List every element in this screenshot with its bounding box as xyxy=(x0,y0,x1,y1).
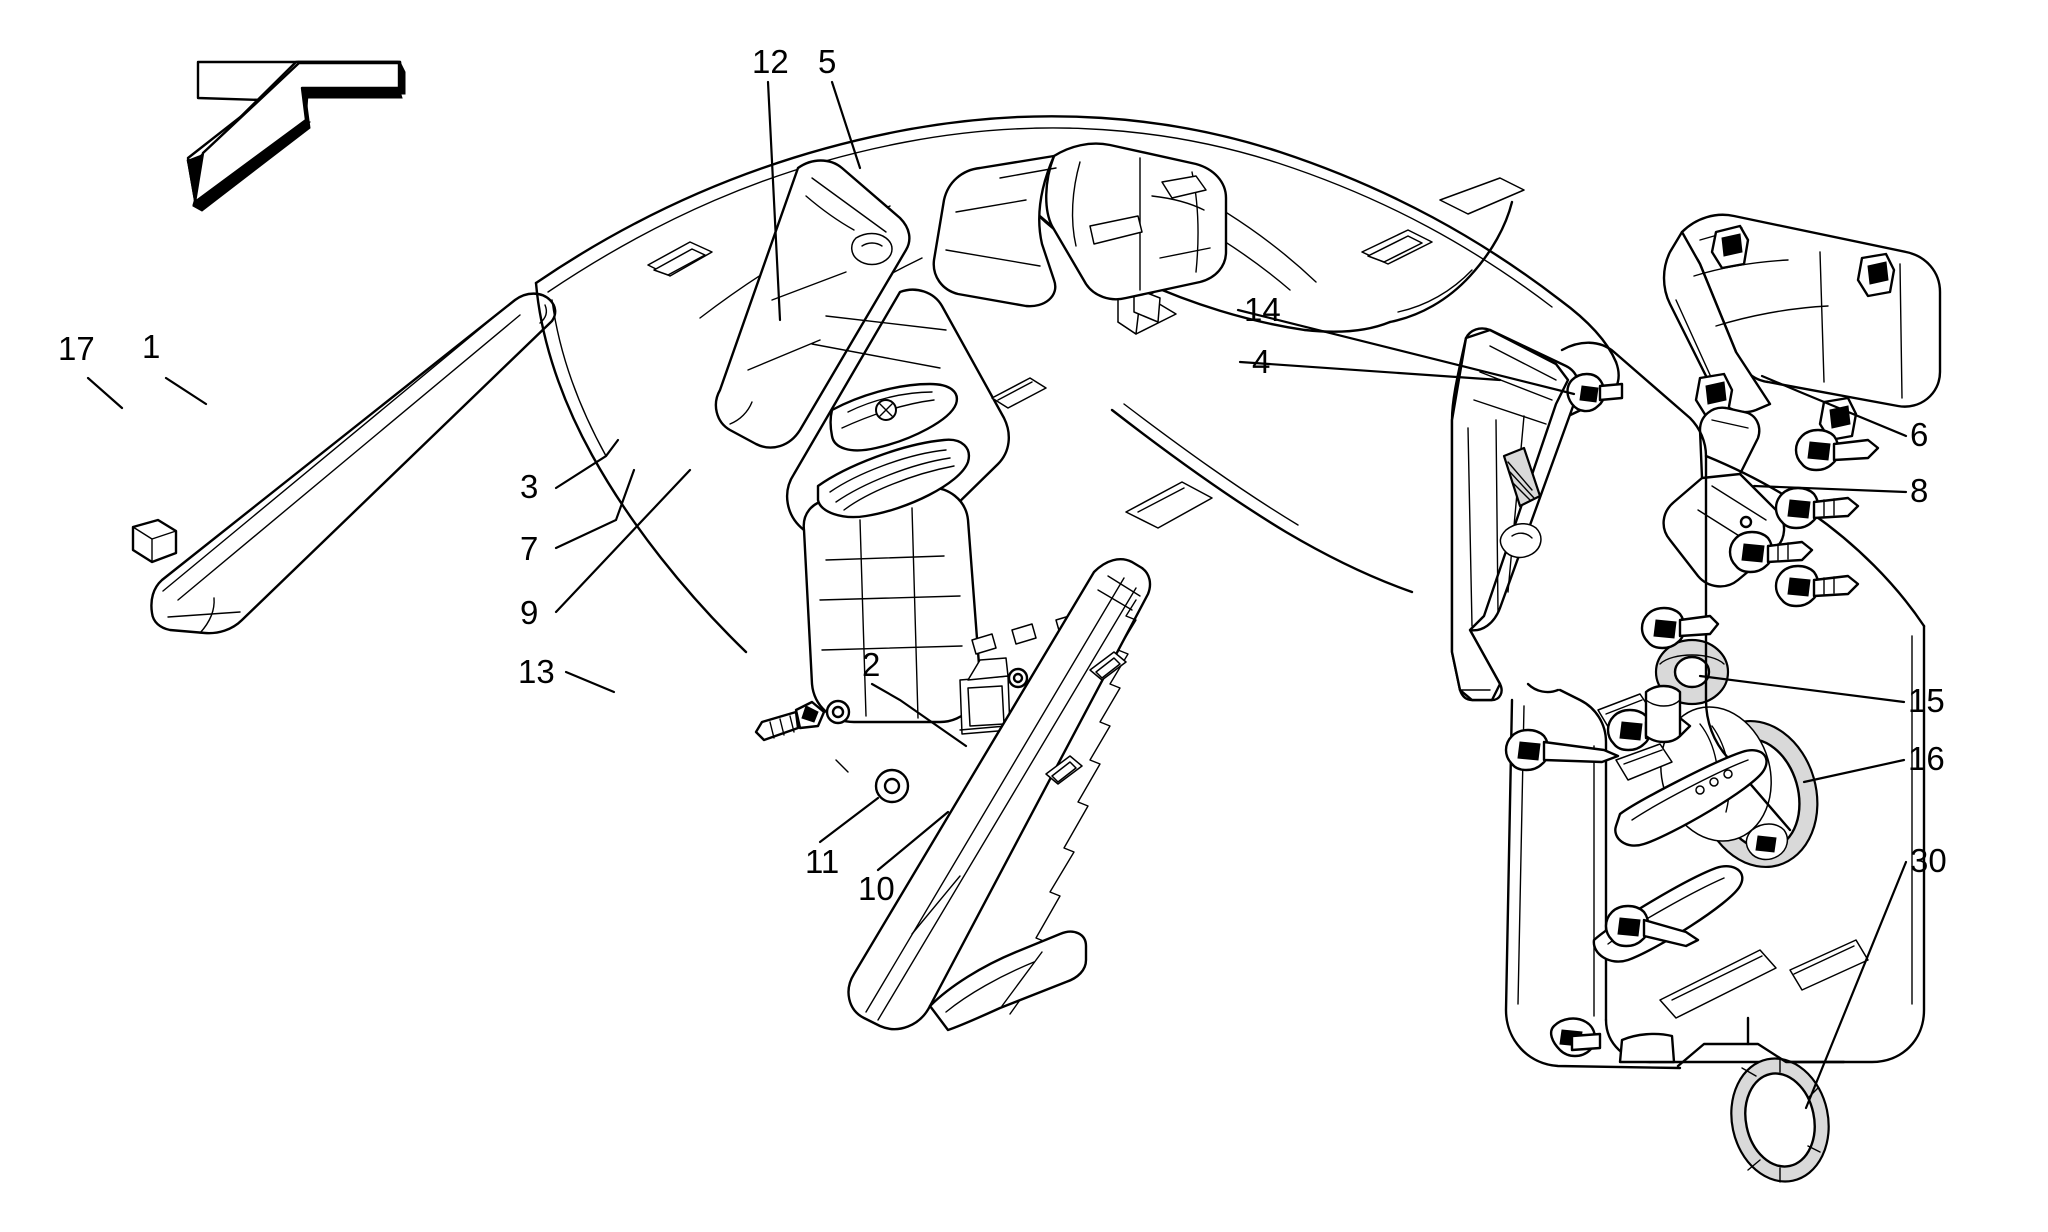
callout-label-13: 13 xyxy=(518,653,555,690)
callout-label-5: 5 xyxy=(818,43,837,80)
part-30-retaining-ring xyxy=(1676,1016,1846,1183)
callout-label-3: 3 xyxy=(520,468,539,505)
part-5-roof-console xyxy=(932,142,1228,308)
callout-label-8: 8 xyxy=(1910,472,1929,509)
callout-label-2: 2 xyxy=(862,646,881,683)
callout-label-4: 4 xyxy=(1252,343,1271,380)
callout-label-1: 1 xyxy=(142,328,161,365)
part-2-rear-quarter-trim xyxy=(847,558,1152,1032)
callout-label-6: 6 xyxy=(1910,416,1929,453)
part-13-screw xyxy=(754,700,826,742)
part-14-fastener xyxy=(1566,372,1624,413)
callout-label-10: 10 xyxy=(858,870,895,907)
part-6-rear-upper-trim xyxy=(1662,213,1942,442)
part-4-window-guide-rail xyxy=(1450,327,1580,702)
callout-label-17: 17 xyxy=(58,330,95,367)
part-3-upper-pillar-trim xyxy=(714,159,911,449)
door-inner-panel xyxy=(1504,341,1926,1070)
callout-label-30: 30 xyxy=(1910,842,1947,879)
callout-label-14: 14 xyxy=(1244,291,1281,328)
callout-label-16: 16 xyxy=(1908,740,1945,777)
part-1-pillar-trim xyxy=(150,292,557,635)
callout-label-12: 12 xyxy=(752,43,789,80)
callout-label-11: 11 xyxy=(805,843,840,880)
fastener-cluster xyxy=(1504,428,1880,948)
callout-label-9: 9 xyxy=(520,594,539,631)
leader-lines xyxy=(86,80,1908,1110)
part-17-clip xyxy=(131,518,178,564)
callout-label-15: 15 xyxy=(1908,682,1945,719)
callout-label-7: 7 xyxy=(520,530,539,567)
direction-arrow-body xyxy=(192,61,403,212)
part-12-fastener-bracket xyxy=(991,377,1047,409)
